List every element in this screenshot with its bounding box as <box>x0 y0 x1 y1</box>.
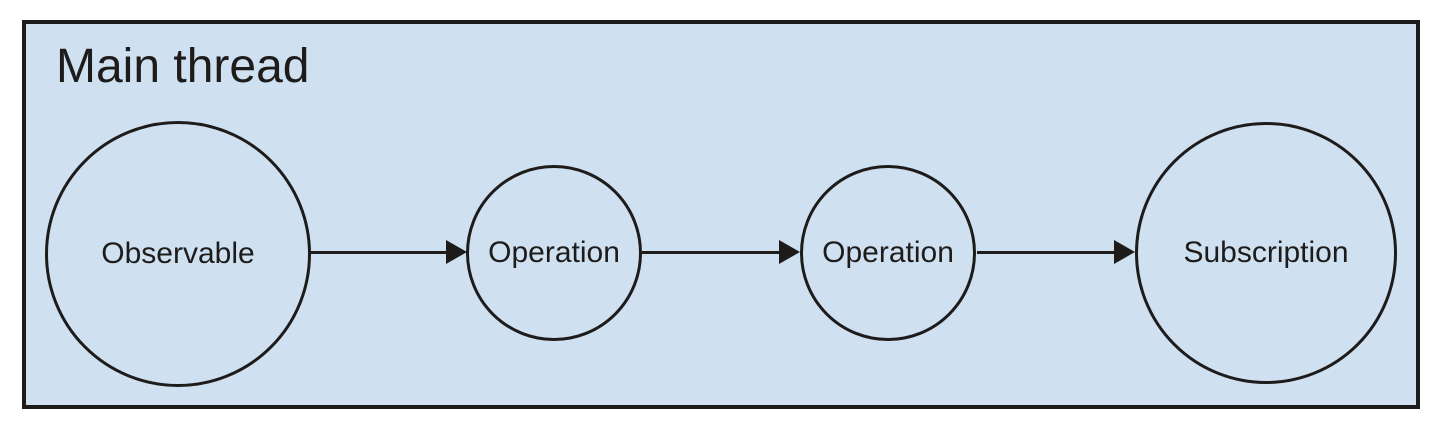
node-operation-1: Operation <box>466 165 642 341</box>
arrow-operation-to-subscription <box>977 240 1135 264</box>
node-observable: Observable <box>45 121 311 387</box>
main-thread-panel: Main thread Observable Operation Operati… <box>22 20 1420 409</box>
arrow-shaft <box>310 250 446 254</box>
node-subscription-label: Subscription <box>1183 236 1349 269</box>
diagram-title: Main thread <box>56 40 310 93</box>
arrowhead-right-icon <box>446 240 467 264</box>
arrowhead-right-icon <box>779 240 800 264</box>
arrowhead-right-icon <box>1114 240 1135 264</box>
node-operation-2: Operation <box>800 165 976 341</box>
node-subscription: Subscription <box>1135 122 1397 384</box>
arrow-observable-to-operation <box>310 240 467 264</box>
node-operation-2-label: Operation <box>822 236 954 269</box>
arrow-operation-to-operation <box>642 240 800 264</box>
node-operation-1-label: Operation <box>488 236 620 269</box>
arrow-shaft <box>977 250 1114 254</box>
arrow-shaft <box>642 250 779 254</box>
node-observable-label: Observable <box>101 237 255 270</box>
